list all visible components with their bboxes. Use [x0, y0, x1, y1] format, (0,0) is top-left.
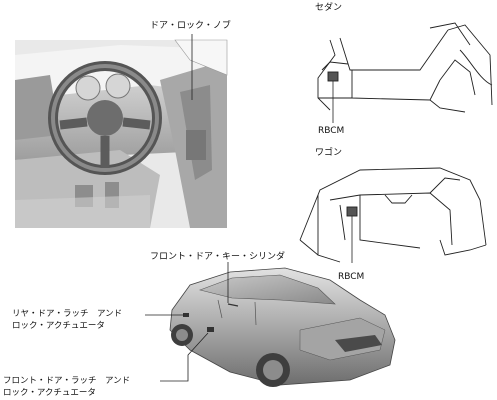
label-rbcm-wagon: RBCM	[338, 272, 365, 282]
label-rbcm-sedan: RBCM	[318, 126, 345, 136]
label-sedan: セダン	[315, 3, 343, 13]
wagon-cargo-illustration	[299, 167, 487, 263]
dashboard-group	[15, 39, 228, 228]
label-wagon: ワゴン	[315, 148, 343, 158]
label-front-latch-line2: ロック・アクチュエータ	[3, 388, 96, 398]
sedan-exterior-illustration	[169, 267, 396, 387]
label-front-door-key-cylinder: フロント・ドア・キー・シリンダ	[150, 252, 286, 262]
label-front-latch-line1: フロント・ドア・ラッチ アンド	[3, 376, 131, 386]
label-rear-latch-line2: ロック・アクチュエータ	[12, 321, 105, 331]
label-door-lock-knob: ドア・ロック・ノブ	[150, 21, 231, 31]
front-latch-leader	[160, 332, 209, 382]
label-rear-latch-line1: リヤ・ドア・ラッチ アンド	[12, 309, 123, 319]
sedan-trunk-illustration	[317, 22, 493, 113]
